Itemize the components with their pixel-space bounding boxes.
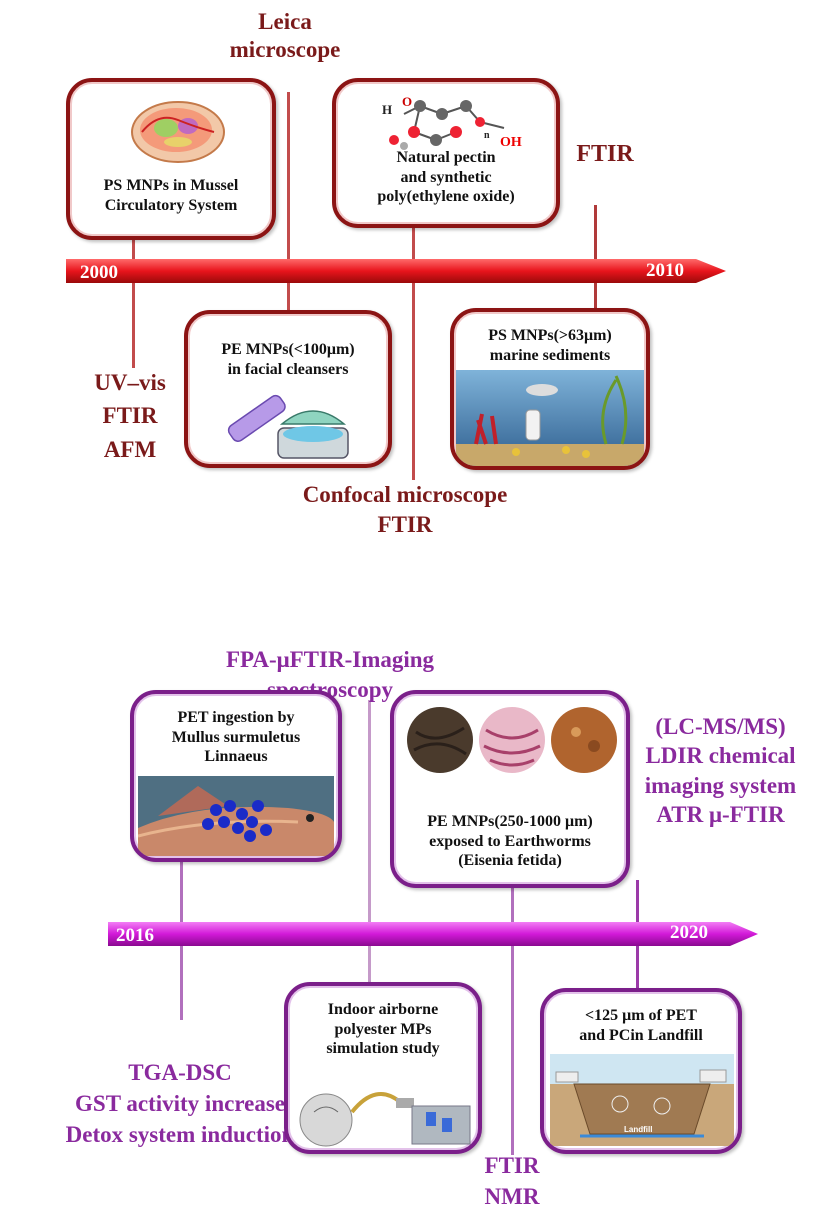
card-pectin-line1: Natural pectin [396, 149, 496, 166]
card-pectin-line2: and synthetic [400, 168, 492, 186]
card-mussel-line1: PS MNPs in Mussel [103, 177, 239, 194]
card-marine-sediments: PS MNPs(>63μm) marine sediments [450, 308, 650, 470]
seafloor-illustration [456, 370, 644, 466]
card-earthworm-line3: (Eisenia fetida) [458, 852, 562, 870]
card-earthworm-line2: exposed to Earthworms [429, 832, 591, 850]
label-fpa-ftir-imaging: FPA-μFTIR-Imaging spectroscopy [225, 647, 435, 703]
connector-fpa [368, 700, 371, 990]
card-cleanser-line2: in facial cleansers [227, 360, 349, 378]
molecule-o: O [402, 94, 412, 109]
cleanser-illustration [227, 394, 349, 459]
timeline-arrow-2000-2010 [66, 259, 726, 283]
connector-mussel [132, 228, 135, 368]
connector-pectin [412, 225, 415, 480]
connector-earthworm [511, 870, 514, 1155]
earthworm-images [407, 707, 617, 773]
card-sediment-line2: marine sediments [489, 346, 611, 364]
card-mussel-line2: Circulatory System [104, 196, 238, 214]
molecule-oh: OH [500, 135, 522, 150]
card-earthworm-pe: PE MNPs(250-1000 μm) exposed to Earthwor… [390, 690, 630, 888]
molecule-illustration: H O n OH [382, 94, 522, 150]
card-landfill-pet-pc: <125 μm of PET and PCin Landfill Landfil… [540, 988, 742, 1154]
label-ftir-nmr: FTIR NMR [484, 1153, 540, 1210]
card-pectin-line3: poly(ethylene oxide) [377, 188, 515, 206]
card-landfill-line1: <125 μm of PET [585, 1007, 697, 1024]
mussel-illustration [131, 101, 225, 163]
card-facial-cleansers: PE MNPs(<100μm) in facial cleansers [184, 310, 392, 468]
year-start-2000: 2000 [80, 262, 118, 283]
year-start-2016: 2016 [116, 925, 154, 946]
card-mullus-line2: Mullus surmuletus [171, 728, 301, 746]
card-landfill-line2: and PCin Landfill [579, 1026, 703, 1044]
landfill-illustration: Landfill [550, 1054, 734, 1146]
label-uv-ftir-afm: UV–vis FTIR AFM [94, 370, 166, 462]
card-mullus-line1: PET ingestion by [177, 709, 295, 726]
molecule-n: n [484, 130, 490, 141]
card-cleanser-line1: PE MNPs(<100μm) [221, 341, 355, 358]
card-mussel-circulatory: PS MNPs in Mussel Circulatory System [66, 78, 276, 240]
card-earthworm-line1: PE MNPs(250-1000 μm) [427, 813, 593, 830]
card-mullus-line3: Linnaeus [204, 748, 268, 766]
card-pectin-peo: H O n OH Natural pectin and synthetic po… [332, 78, 560, 228]
label-ftir-top: FTIR [576, 141, 634, 167]
landfill-caption: Landfill [624, 1125, 652, 1134]
year-end-2020: 2020 [670, 922, 708, 943]
card-mullus-pet: PET ingestion by Mullus surmuletus Linna… [130, 690, 342, 862]
year-end-2010: 2010 [646, 260, 684, 281]
card-sediment-line1: PS MNPs(>63μm) [488, 327, 612, 344]
timeline-arrow-2016-2020 [108, 922, 758, 946]
label-leica-microscope: Leica microscope [229, 9, 341, 63]
label-tga-gst-detox: TGA-DSC GST activity increase Detox syst… [65, 1060, 295, 1147]
card-airborne-line1: Indoor airborne [327, 1001, 439, 1018]
card-airborne-line2: polyester MPs [334, 1020, 432, 1038]
molecule-h: H [382, 102, 392, 117]
card-indoor-airborne: Indoor airborne polyester MPs simulation… [284, 982, 482, 1154]
connector-leica [287, 92, 290, 318]
airborne-simulation-illustration [299, 1092, 471, 1147]
label-lcms-ldir-atr: (LC-MS/MS) LDIR chemical imaging system … [644, 714, 797, 828]
fish-illustration [138, 776, 334, 856]
label-confocal-ftir: Confocal microscope FTIR [302, 482, 508, 537]
card-airborne-line3: simulation study [326, 1040, 440, 1058]
